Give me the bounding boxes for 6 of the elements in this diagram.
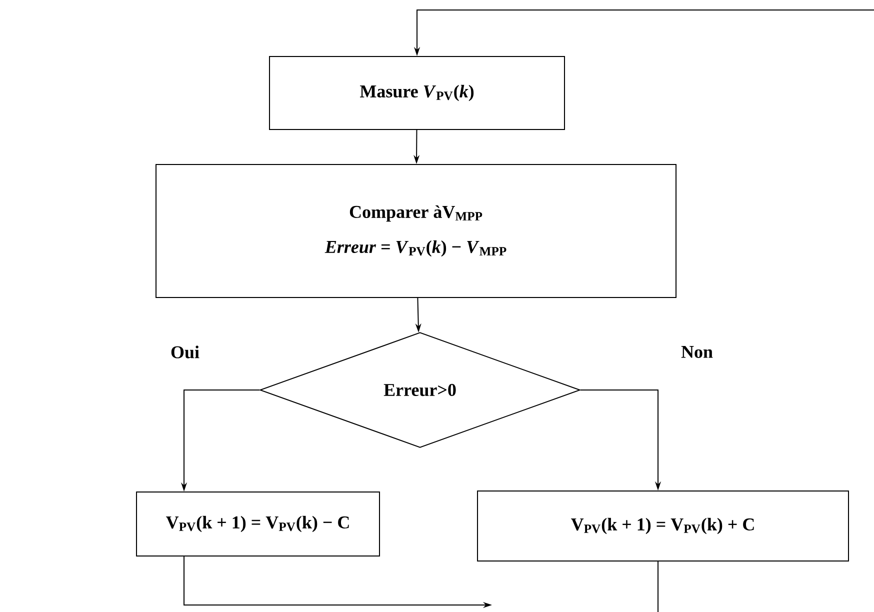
process-box: V$_{PV}$(k + 1) = V$_{PV}$(k) − C [136, 492, 380, 556]
process-box: Masure V$_{PV}$(k) [269, 56, 565, 130]
edge-label: Non [680, 345, 714, 359]
edge-label: Oui [170, 344, 201, 360]
process-box: V$_{PV}$(k + 1) = V$_{PV}$(k) + C [477, 490, 849, 562]
process-box: Comparer àV$_{MPP}$ Erreur = V$_{PV}$(k) − V$_{MPP}$ [156, 164, 676, 298]
